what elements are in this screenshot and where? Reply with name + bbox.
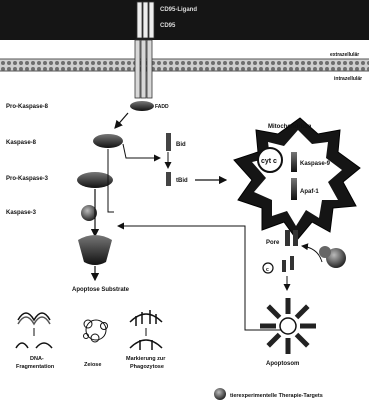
- legend-target-icon: [214, 388, 226, 400]
- arrow-caspase8-bid: [123, 144, 160, 158]
- pro-caspase3-label: Pro-Kaspase-3: [6, 176, 49, 182]
- apaf1-label: Apaf-1: [300, 189, 319, 195]
- caspase9-shape: [291, 152, 297, 172]
- tbid-shape: [166, 172, 171, 186]
- receptor-label: CD95: [160, 23, 176, 29]
- marker-label-1: Markierung zur: [126, 356, 166, 362]
- pore-target-small: [319, 246, 331, 258]
- tbid-label: tBid: [176, 178, 188, 184]
- cytc-label: cyt c: [261, 158, 277, 165]
- pro-caspase8-label: Pro-Kaspase-8: [6, 104, 49, 110]
- caspase8-label: Kaspase-8: [6, 140, 37, 146]
- ligand-band: [0, 0, 369, 40]
- caspase8-shape: [93, 134, 123, 148]
- mito-title: Mitochondrium: [268, 124, 311, 130]
- bid-label: Bid: [176, 142, 186, 148]
- released-apaf1: [290, 256, 294, 270]
- dna-label-1: DNA-: [30, 356, 44, 362]
- pore-right: [293, 230, 298, 246]
- phagocytosis-marker-icon: [130, 310, 162, 350]
- arrow-inhibit-pore: [302, 246, 322, 262]
- fadd-label: FADD: [155, 104, 169, 110]
- released-caspase9: [282, 260, 286, 272]
- legend-label: tierexperimentelle Therapie-Targets: [230, 393, 323, 399]
- apaf1-shape: [291, 178, 297, 200]
- cd95-receptor: [135, 2, 154, 98]
- caspase3-label: Kaspase-3: [6, 210, 37, 216]
- zeiose-label: Zeiose: [84, 362, 101, 368]
- active-caspase3-shape: [78, 235, 112, 265]
- apoptosome-label: Apoptosom: [266, 361, 299, 367]
- released-c-label: c: [266, 267, 269, 273]
- ligand-label: CD95-Ligand: [160, 7, 197, 13]
- cell-membrane: [0, 59, 369, 71]
- zeiose-icon: [84, 320, 108, 342]
- substrates-label: Apoptose Substrate: [72, 287, 130, 293]
- dna-label-2: Fragmentation: [16, 364, 55, 370]
- intracellular-label: intrazellulär: [334, 76, 362, 82]
- fadd-complex: [130, 101, 154, 111]
- extracellular-label: extrazellulär: [330, 52, 359, 58]
- caspase9-label: Kaspase-9: [300, 161, 331, 167]
- marker-label-2: Phagozytose: [130, 364, 164, 370]
- dna-fragmentation-icon: [16, 313, 52, 348]
- pore-left: [285, 230, 290, 246]
- pore-label: Pore: [266, 240, 280, 246]
- arrow-to-caspase8: [115, 113, 128, 128]
- bid-shape: [166, 133, 171, 151]
- apoptosome: [260, 298, 316, 354]
